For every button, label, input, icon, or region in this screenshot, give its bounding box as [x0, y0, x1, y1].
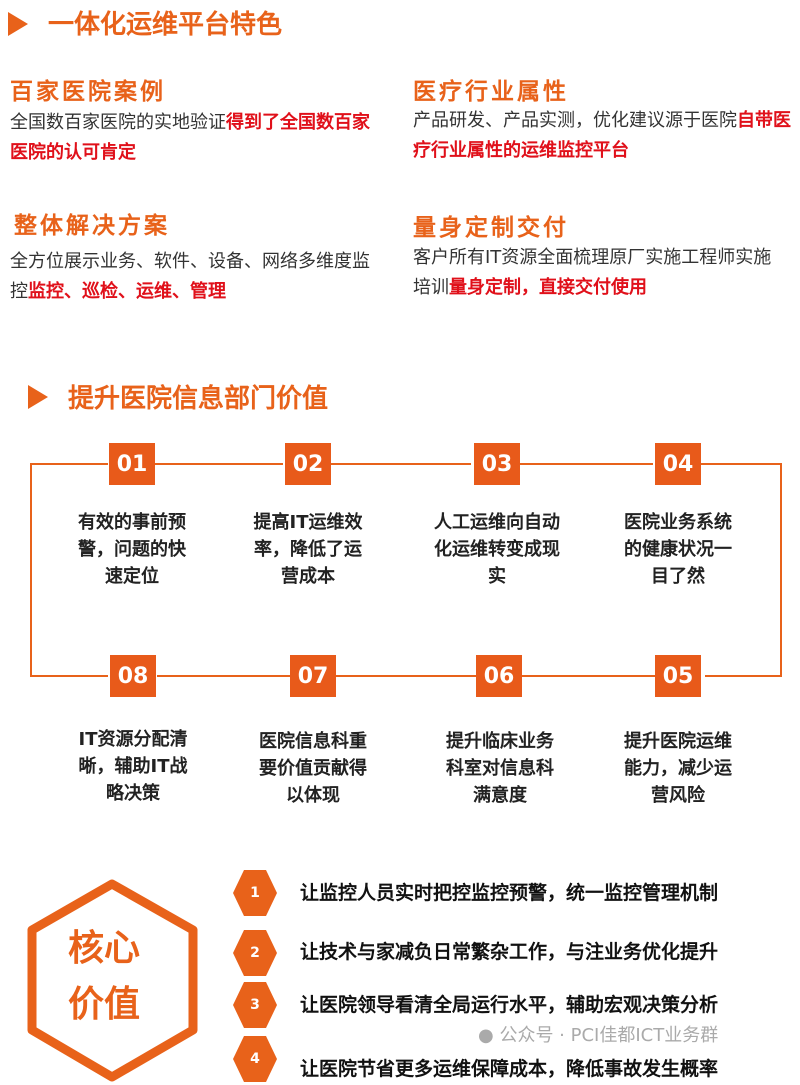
step-number: 03 — [474, 443, 520, 485]
triangle-bullet-icon — [28, 385, 48, 409]
section-title: 一体化运维平台特色 — [48, 10, 283, 40]
item-number-hexagon: 4 — [233, 1036, 277, 1082]
flow-arrow — [157, 675, 290, 677]
flow-arrow — [522, 675, 655, 677]
feature-heading: 量身定制交付 — [413, 215, 569, 241]
step-text: IT资源分配清晰，辅助IT战略决策 — [78, 729, 188, 804]
flow-arrow — [155, 463, 283, 465]
feature-text: 全方位展示业务、软件、设备、网络多维度监控监控、巡检、运维、管理 — [10, 251, 370, 302]
step-number: 07 — [290, 655, 336, 697]
triangle-bullet-icon — [8, 12, 28, 36]
feature-heading: 整体解决方案 — [14, 213, 170, 239]
core-label: 价值 — [68, 984, 141, 1025]
step-number: 06 — [476, 655, 522, 697]
step-text: 提升医院运维能力，减少运营风险 — [624, 731, 732, 806]
item-number-hexagon: 2 — [233, 930, 277, 976]
step-text: 医院业务系统的健康状况一目了然 — [624, 512, 732, 587]
feature-text: 客户所有IT资源全面梳理原厂实施工程师实施培训量身定制，直接交付使用 — [413, 247, 772, 298]
flow-line — [30, 675, 108, 677]
step-text: 提升临床业务科室对信息科满意度 — [446, 731, 554, 806]
step-text: 医院信息科重要价值贡献得以体现 — [259, 731, 367, 806]
flow-line — [780, 463, 782, 676]
section-title: 提升医院信息部门价值 — [68, 384, 329, 414]
flow-line — [701, 463, 781, 465]
step-number: 05 — [655, 655, 701, 697]
feature-text: 全国数百家医院的实地验证得到了全国数百家医院的认可肯定 — [10, 112, 370, 163]
step-text: 有效的事前预警，问题的快速定位 — [78, 512, 186, 587]
step-text: 提高IT运维效率，降低了运营成本 — [253, 512, 363, 587]
core-value-text: 让监控人员实时把控监控预警，统一监控管理机制 — [300, 882, 719, 904]
watermark: ● 公众号 · PCI佳都ICT业务群 — [478, 1025, 719, 1046]
core-label: 核心 — [68, 928, 141, 969]
feature-heading: 医疗行业属性 — [413, 79, 569, 105]
flow-line — [30, 463, 108, 465]
flow-arrow — [520, 463, 653, 465]
flow-line — [30, 463, 32, 676]
feature-text: 产品研发、产品实测，优化建议源于医院自带医疗行业属性的运维监控平台 — [413, 110, 791, 161]
flow-arrow — [336, 675, 476, 677]
item-number-hexagon: 1 — [233, 870, 277, 916]
step-text: 人工运维向自动化运维转变成现实 — [434, 512, 560, 587]
step-number: 04 — [655, 443, 701, 485]
core-value-text: 让医院领导看清全局运行水平，辅助宏观决策分析 — [300, 994, 719, 1016]
step-number: 08 — [110, 655, 156, 697]
flow-arrow — [331, 463, 471, 465]
item-number-hexagon: 3 — [233, 982, 277, 1028]
step-number: 01 — [109, 443, 155, 485]
core-value-text: 让医院节省更多运维保障成本，降低事故发生概率 — [300, 1058, 719, 1080]
core-value-text: 让技术与家减负日常繁杂工作，与注业务优化提升 — [300, 941, 719, 963]
step-number: 02 — [285, 443, 331, 485]
feature-heading: 百家医院案例 — [10, 79, 166, 105]
wechat-icon: ● — [478, 1025, 494, 1046]
core-value-hexagon — [27, 879, 198, 1082]
flow-line — [705, 675, 782, 677]
